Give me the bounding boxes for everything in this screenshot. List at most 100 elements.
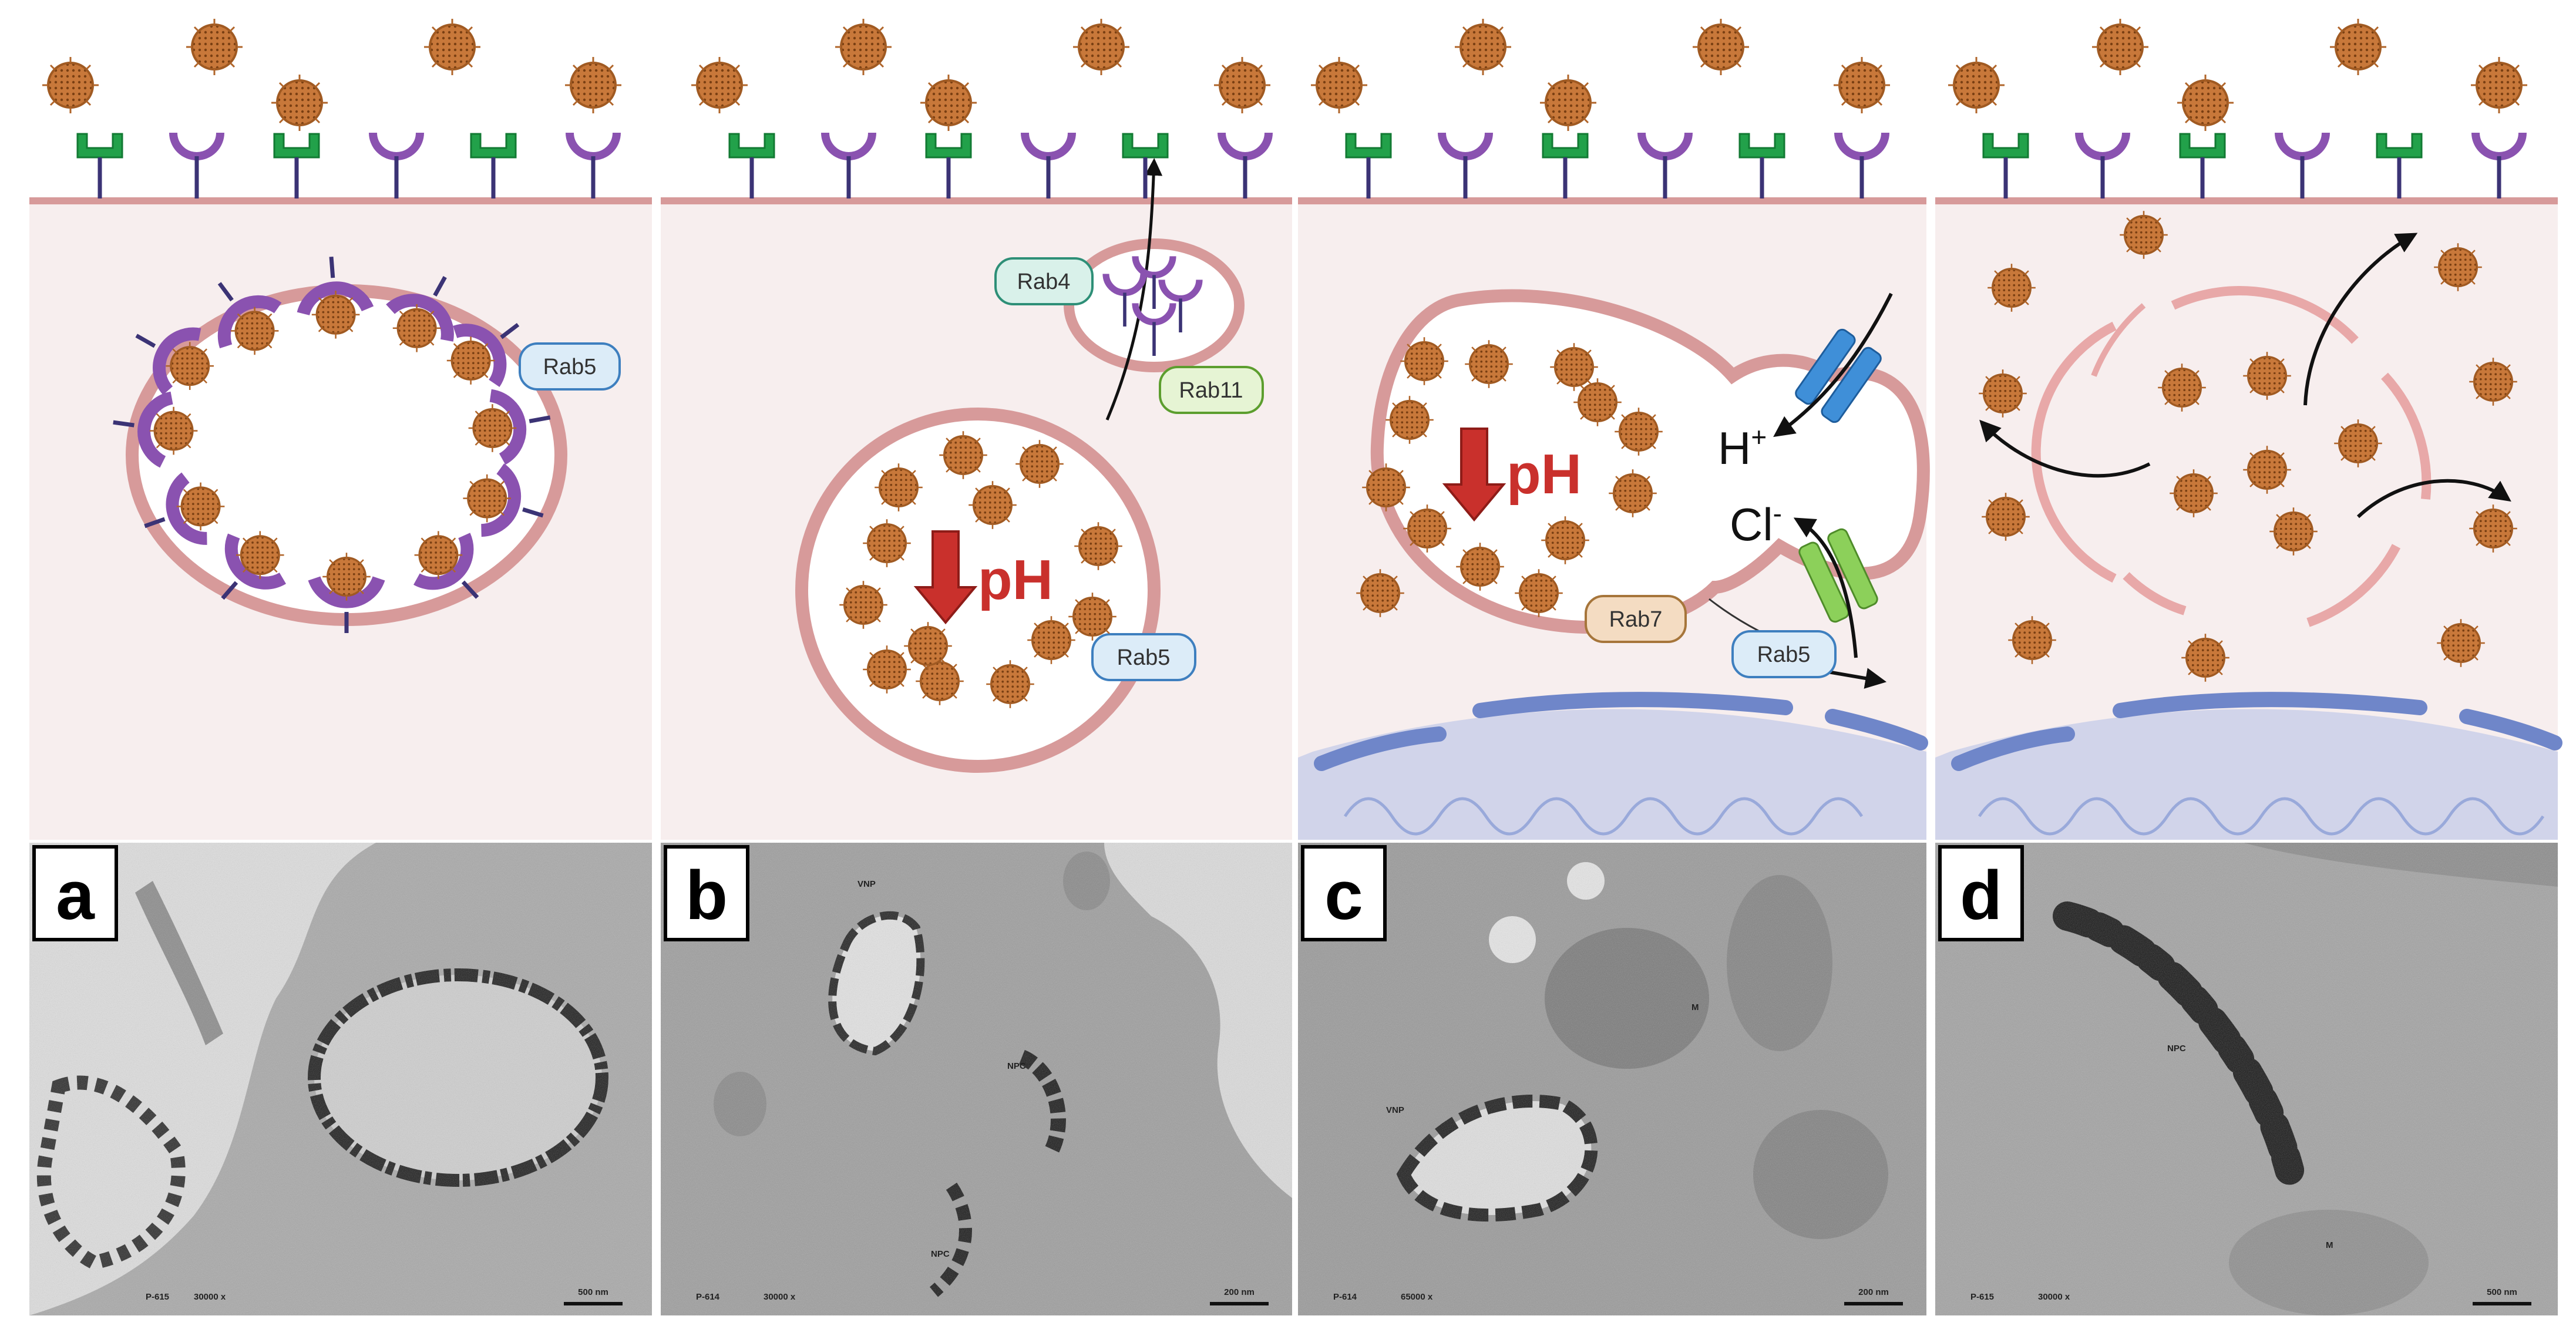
membrane-receptor [2079, 133, 2126, 198]
endosome-nanoparticle [1026, 615, 1077, 665]
membrane-receptor [373, 133, 420, 198]
panel-label-d: d [1938, 845, 2024, 941]
rab5-label-c: Rab5 [1731, 630, 1837, 678]
rab5-label-b: Rab5 [1091, 633, 1196, 681]
endosome-nanoparticle [862, 518, 912, 568]
late-endosome-nanoparticle [1399, 336, 1450, 386]
membrane-receptor [1442, 133, 1489, 198]
late-endosome-nanoparticle [1540, 515, 1590, 566]
late-endosome-nanoparticle [1613, 406, 1664, 457]
released-nanoparticle [2433, 242, 2483, 292]
panel-d-schematic [1935, 197, 2562, 840]
membrane-receptor [926, 134, 971, 198]
svg-text:500 nm: 500 nm [578, 1287, 608, 1297]
ion-h: H+ [1718, 422, 1767, 474]
endosome-nanoparticle [903, 621, 953, 671]
released-nanoparticle [2168, 468, 2219, 519]
membrane-receptor [570, 133, 617, 198]
svg-text:P-614: P-614 [696, 1292, 720, 1302]
membrane-receptor [2476, 133, 2523, 198]
extracellular-nanoparticle [1832, 56, 1891, 115]
panel-label-a: a [32, 845, 118, 941]
endocytosed-nanoparticle [176, 481, 226, 531]
svg-text:M: M [1691, 1002, 1699, 1012]
endosome-nanoparticle [873, 462, 924, 513]
ph-drop-b: pH [913, 530, 1053, 625]
extracellular-nanoparticle [2470, 56, 2528, 115]
released-nanoparticle [2468, 356, 2518, 407]
released-nanoparticle [2268, 506, 2319, 557]
receptor-layer [78, 133, 2523, 198]
released-nanoparticle [1986, 263, 2037, 313]
micrograph-b: b VNP NPC NPC P-614 30000 x 200 nm [661, 843, 1292, 1315]
membrane-receptor [173, 133, 220, 198]
extracellular-nanoparticle [2091, 18, 2150, 76]
membrane-receptor [825, 133, 872, 198]
extracellular-nanoparticle [2176, 73, 2235, 132]
svg-text:c: c [1324, 857, 1363, 934]
svg-text:P-615: P-615 [1970, 1292, 1994, 1302]
released-nanoparticle [2468, 503, 2518, 554]
late-endosome-nanoparticle [1514, 568, 1564, 618]
membrane-receptor [2279, 133, 2326, 198]
svg-text:a: a [56, 857, 95, 934]
membrane-receptor [1346, 134, 1391, 198]
micrograph-d: d NPC M P-615 30000 x 500 nm [1935, 843, 2558, 1315]
svg-text:30000 x: 30000 x [194, 1292, 226, 1302]
released-nanoparticle [2242, 351, 2292, 401]
endocytosed-nanoparticle [462, 473, 512, 524]
svg-text:Rab5: Rab5 [543, 355, 597, 379]
rab5-label-a: Rab5 [519, 342, 621, 391]
endosome-nanoparticle [967, 480, 1018, 530]
membrane-receptor [471, 134, 516, 198]
endocytosed-nanoparticle [235, 530, 285, 580]
svg-text:30000 x: 30000 x [764, 1292, 796, 1302]
rab4-label: Rab4 [994, 257, 1094, 305]
svg-text:pH: pH [978, 548, 1053, 611]
late-endosome-nanoparticle [1361, 462, 1411, 513]
released-nanoparticle [1978, 368, 2028, 419]
membrane-receptor [1642, 133, 1689, 198]
svg-text:65000 x: 65000 x [1401, 1292, 1433, 1302]
chloride-channel [1798, 528, 1878, 623]
micrograph-a: a P-615 30000 x 500 nm [29, 843, 652, 1315]
membrane-receptor [274, 134, 319, 198]
extracellular-nanoparticle [1539, 73, 1598, 132]
extracellular-nanoparticle [1310, 56, 1368, 115]
membrane-receptor [729, 134, 774, 198]
svg-text:M: M [2326, 1240, 2333, 1250]
svg-text:Rab7: Rab7 [1609, 607, 1663, 632]
membrane-receptor [78, 134, 122, 198]
late-endosome-nanoparticle [1464, 339, 1514, 389]
extracellular-nanoparticle [423, 18, 482, 76]
extracellular-nanoparticle [690, 56, 749, 115]
released-nanoparticle [2436, 618, 2486, 668]
extracellular-nanoparticle [1072, 18, 1131, 76]
endocytosed-nanoparticle [413, 530, 463, 580]
endocytosed-nanoparticle [311, 290, 361, 340]
endosome-nanoparticle [862, 644, 912, 695]
late-endosome-nanoparticle [1384, 395, 1435, 445]
svg-text:Rab5: Rab5 [1117, 645, 1171, 670]
endocytosed-nanoparticle [230, 305, 280, 356]
released-nanoparticle [2333, 418, 2383, 469]
panel-label-b: b [664, 845, 749, 941]
released-nanoparticle [2157, 362, 2207, 413]
svg-text:VNP: VNP [857, 879, 876, 889]
released-nanoparticle [2007, 615, 2057, 665]
extracellular-nanoparticle [185, 18, 244, 76]
endosome-nanoparticle [985, 659, 1035, 709]
svg-text:NPC: NPC [2167, 1044, 2186, 1054]
membrane-receptor [1123, 134, 1168, 198]
svg-text:Cl-: Cl- [1730, 498, 1782, 550]
svg-text:P-614: P-614 [1333, 1292, 1357, 1302]
ion-cl: Cl- [1730, 498, 1782, 550]
micrograph-c: c VNP M P-614 65000 x 200 nm [1298, 843, 1926, 1315]
svg-text:NPC: NPC [931, 1249, 950, 1259]
endocytosed-nanoparticle [149, 406, 199, 456]
extracellular-nanoparticle [1691, 18, 1750, 76]
svg-text:d: d [1960, 857, 2002, 934]
svg-text:Rab5: Rab5 [1757, 642, 1811, 667]
